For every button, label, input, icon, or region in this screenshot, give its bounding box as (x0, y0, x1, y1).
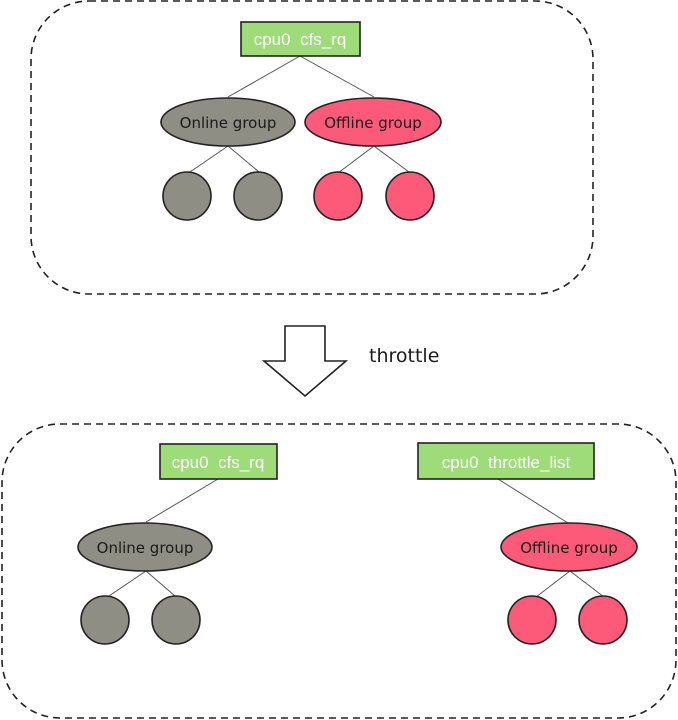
before-cfs-rq-node: cpu0 cfs_rq (240, 21, 361, 57)
edge-online-child-2 (145, 570, 176, 597)
offline-task-2 (385, 171, 435, 221)
edge-offline-child-2 (373, 145, 410, 173)
down-arrow-icon (261, 325, 349, 398)
edge-online-child-2 (227, 145, 260, 173)
after-edges (105, 478, 605, 599)
edge-root-offline (299, 55, 375, 98)
throttle-list-box (417, 442, 595, 480)
edge-throttle-list-offline (497, 478, 569, 524)
throttle-list-label: cpu0 throttle_list (442, 453, 571, 472)
edge-online-child-1 (105, 570, 147, 599)
offline-task-2 (578, 595, 628, 645)
edge-offline-child-1 (535, 570, 571, 598)
online-task-2 (233, 171, 283, 221)
throttle-label: throttle (369, 345, 439, 367)
cfs-rq-box (159, 443, 278, 480)
online-group-oval (77, 522, 213, 572)
before-offline-group-node: Offline group (304, 97, 442, 147)
after-offline-group-node: Offline group (500, 522, 638, 572)
online-group-oval (160, 97, 296, 147)
offline-task-1 (313, 171, 363, 221)
online-task-1 (80, 595, 130, 645)
before-edges (186, 55, 410, 175)
edge-cfs-rq-online (145, 478, 219, 523)
cfs-rq-label: cpu0 cfs_rq (254, 30, 347, 49)
throttle-transition: throttle (261, 325, 439, 398)
after-frame (1, 423, 677, 719)
online-group-label: Online group (180, 114, 277, 132)
before-online-group-node: Online group (160, 97, 296, 147)
online-task-1 (162, 171, 212, 221)
offline-group-label: Offline group (520, 539, 618, 557)
edge-root-online (227, 55, 301, 98)
cfs-rq-box (240, 21, 361, 57)
edge-online-child-1 (186, 145, 229, 175)
online-task-2 (151, 595, 201, 645)
edge-offline-child-2 (569, 570, 605, 598)
after-cfs-rq-node: cpu0 cfs_rq (159, 443, 278, 480)
after-throttle-list-node: cpu0 throttle_list (417, 442, 595, 480)
after-online-group-node: Online group (77, 522, 213, 572)
before-frame (30, 0, 594, 295)
cfs-rq-label: cpu0 cfs_rq (172, 453, 265, 472)
offline-group-oval (304, 97, 442, 147)
edge-offline-child-1 (337, 145, 375, 174)
offline-group-oval (500, 522, 638, 572)
offline-group-label: Offline group (324, 114, 422, 132)
online-group-label: Online group (97, 539, 194, 557)
offline-task-1 (507, 595, 557, 645)
